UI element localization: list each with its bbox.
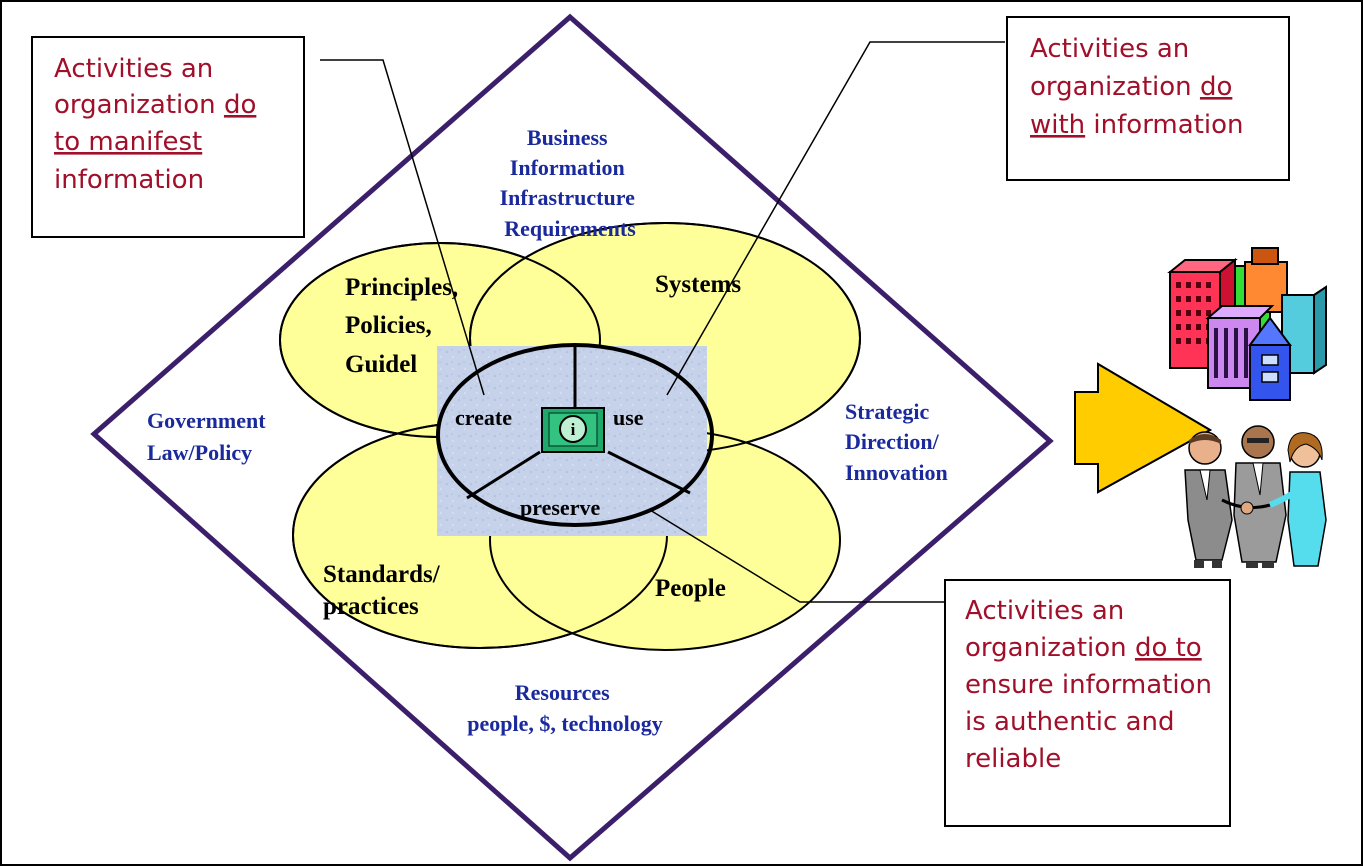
callout-text-with: Activities an organization do with infor… — [1030, 34, 1244, 140]
leader-line-with — [666, 41, 1005, 396]
callout-box-with — [1006, 16, 1290, 181]
petal-label-standards: Standards/ practices — [323, 561, 446, 620]
diamond-label-bottom: Resources people, $, technology — [467, 680, 663, 736]
information-icon: i — [541, 407, 605, 453]
callout-text-manifest: Activities an organization do to manifes… — [54, 54, 265, 195]
core-ring — [436, 343, 714, 527]
diamond-label-left: Government Law/Policy — [147, 408, 271, 465]
core-label-create: create — [455, 405, 512, 430]
callout-text-ensure: Activities an organization do to ensure … — [965, 596, 1220, 774]
info-glyph: i — [571, 420, 576, 439]
petal-label-systems: Systems — [655, 271, 741, 298]
leader-line-ensure — [649, 509, 946, 603]
diamond-label-top: Business Information Infrastructure Requ… — [500, 125, 641, 241]
core-label-preserve: preserve — [520, 495, 600, 520]
diamond-label-right: Strategic Direction/ Innovation — [845, 399, 948, 485]
office-buildings-icon — [1167, 247, 1327, 401]
core-label-use: use — [613, 405, 644, 430]
petal-label-principles: Principles, Policies, Guidel — [345, 274, 464, 378]
callout-box-manifest — [31, 36, 305, 238]
leader-line-manifest — [320, 59, 485, 396]
callout-box-ensure — [944, 579, 1231, 827]
petal-label-people: People — [655, 575, 726, 602]
business-people-handshake-icon — [1184, 425, 1327, 568]
